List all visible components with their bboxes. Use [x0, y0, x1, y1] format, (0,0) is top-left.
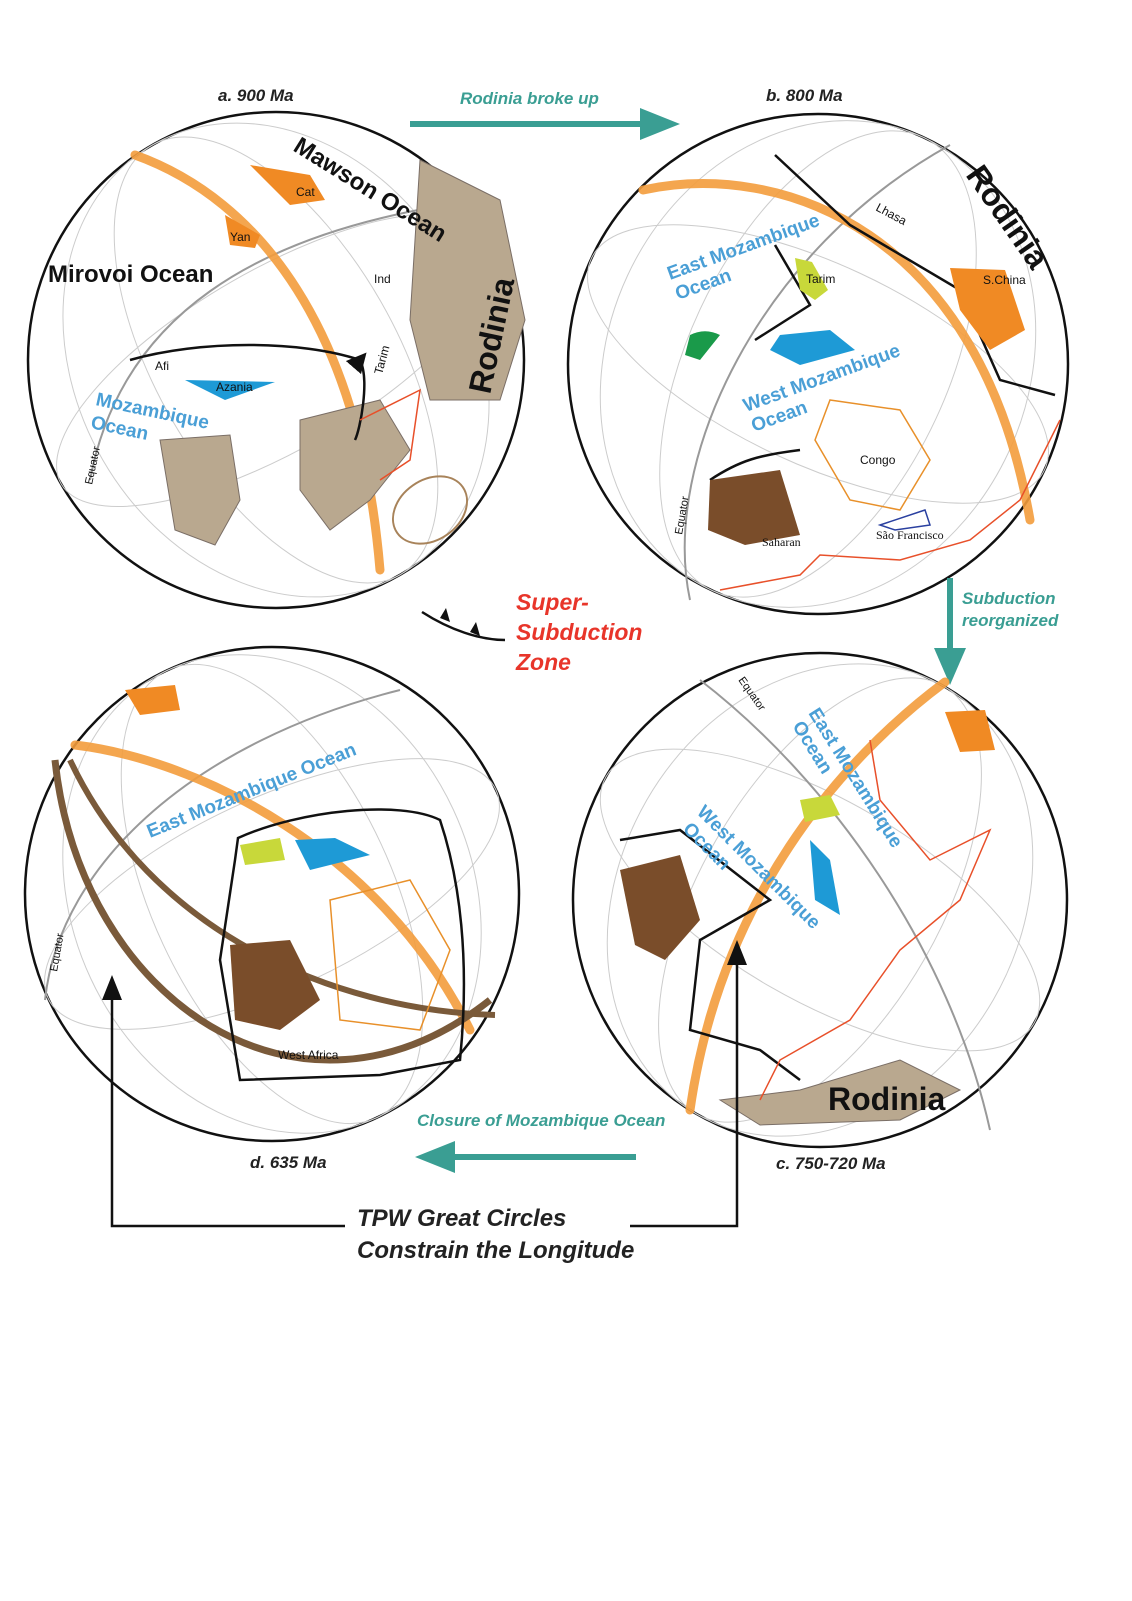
- block-label: West Africa: [278, 1048, 339, 1062]
- arrow-label: Subduction: [962, 589, 1055, 608]
- azania-block: [185, 380, 275, 400]
- yangtze-block: [225, 215, 260, 248]
- tarim-block: [240, 838, 285, 865]
- saharan-craton: [708, 470, 800, 545]
- tpw-great-circle: [70, 740, 475, 1035]
- equator-line: [89, 199, 481, 481]
- azania-block: [770, 330, 855, 365]
- globe-outline: [23, 645, 521, 1143]
- block-label: Saharan: [762, 535, 801, 549]
- equator-line: [44, 689, 401, 1001]
- tpw-caption: TPW Great Circles: [357, 1205, 566, 1232]
- arrow-label: Closure of Mozambique Ocean: [417, 1111, 665, 1130]
- block-label: Azania: [216, 380, 253, 394]
- tpw-great-circle-brown: [51, 759, 493, 1064]
- green-block: [685, 331, 720, 360]
- congo-craton: [814, 399, 931, 511]
- block-label: Ind: [374, 272, 391, 286]
- legend-label: Subduction: [516, 619, 642, 645]
- tpw-great-circle: [685, 677, 950, 1115]
- legend-label: Super-: [516, 589, 589, 615]
- block-label: S.China: [983, 273, 1026, 287]
- continent-rodinia: [409, 159, 526, 401]
- ocean-label: Mirovoi Ocean: [48, 261, 213, 288]
- south-china-block: [950, 268, 1025, 350]
- panel-title: a. 900 Ma: [218, 86, 294, 105]
- subduction-symbol: [421, 610, 506, 642]
- arrow-c-to-d: Closure of Mozambique Ocean: [415, 1111, 665, 1173]
- west-africa-craton: [620, 855, 700, 960]
- globe-panel-d: d. 635 Ma East Mozambique Ocean West Afr…: [23, 645, 521, 1172]
- bracket-line-left: [110, 990, 345, 1228]
- subduction-zone: [129, 343, 367, 441]
- spreading-ridge: [719, 419, 1061, 591]
- globe-panel-b: b. 800 Ma Rodinia East Mozambique Ocean …: [566, 86, 1070, 616]
- continent: [159, 434, 241, 546]
- continent: [299, 399, 411, 531]
- arrowhead-icon: [102, 975, 122, 1000]
- panel-title: d. 635 Ma: [250, 1153, 327, 1172]
- tpw-bracket: TPW Great Circles Constrain the Longitud…: [102, 940, 747, 1264]
- block-label: Yan: [230, 230, 250, 244]
- azania-block: [295, 838, 370, 870]
- spreading-ridge: [759, 739, 992, 1101]
- panel-title: b. 800 Ma: [766, 86, 843, 105]
- cathaysia-block: [250, 165, 325, 205]
- legend-label: Zone: [515, 649, 571, 675]
- pole-uncertainty-ellipse: [391, 475, 469, 545]
- arrow-label: reorganized: [962, 611, 1059, 630]
- south-china-block: [125, 685, 180, 715]
- equator-line: [683, 144, 951, 601]
- block-label: Congo: [860, 453, 896, 467]
- subduction-zone: [754, 244, 812, 342]
- subduction-teeth-icon: [440, 608, 480, 636]
- globe-panel-c: c. 750-720 Ma Rodinia East Mozambique Oc…: [571, 651, 1069, 1173]
- arrow-label: Rodinia broke up: [460, 89, 599, 108]
- globe-outline: [26, 110, 526, 610]
- arrow-a-to-b: Rodinia broke up: [410, 89, 680, 140]
- arrowhead-icon: [727, 940, 747, 965]
- continent-rodinia: [718, 1059, 962, 1126]
- globe-outline: [566, 112, 1070, 616]
- bracket-line-right: [630, 955, 739, 1228]
- block-label: Cat: [296, 185, 315, 199]
- tarim-block: [795, 258, 828, 300]
- equator-line: [699, 679, 991, 1131]
- legend-super-subduction-zone: Super- Subduction Zone: [421, 589, 642, 675]
- spreading-ridge: [359, 388, 421, 481]
- tarim-block: [800, 795, 840, 822]
- west-africa-craton: [230, 940, 320, 1030]
- subduction-zone: [709, 448, 801, 482]
- arrow-b-to-c: Subduction reorganized: [934, 578, 1059, 685]
- south-china-block: [945, 710, 995, 752]
- globe-panel-a: a. 900 Ma Mirovoi Ocean Mawson Ocean Rod…: [26, 86, 526, 610]
- tpw-caption: Constrain the Longitude: [357, 1237, 634, 1264]
- supercontinent-label: Rodinia: [828, 1081, 946, 1117]
- panel-title: c. 750-720 Ma: [776, 1154, 886, 1173]
- congo-craton: [329, 879, 451, 1031]
- subduction-zone: [218, 808, 466, 1082]
- block-label: São Francisco: [876, 528, 944, 542]
- subduction-zone: [619, 828, 801, 1081]
- graticule: [587, 120, 1049, 608]
- block-label: Afi: [155, 359, 169, 373]
- azania-block: [810, 840, 840, 915]
- sao-francisco-craton: [877, 509, 931, 531]
- block-label: Tarim: [806, 272, 835, 286]
